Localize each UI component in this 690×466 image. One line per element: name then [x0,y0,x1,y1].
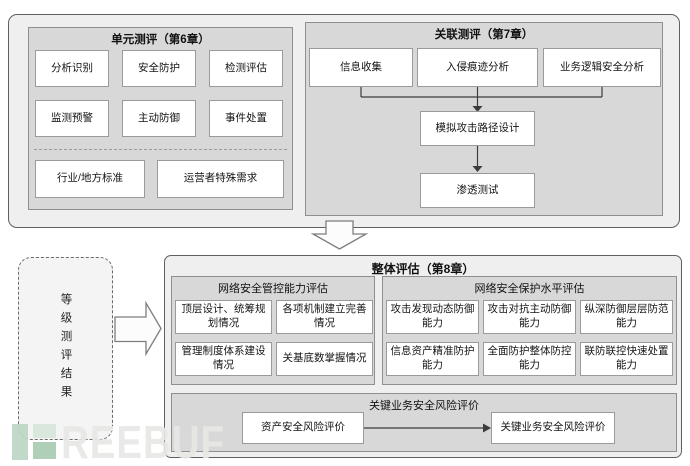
dashed-divider [34,149,287,150]
grade-evaluation-result-label: 等级测评结果 [59,293,72,404]
freebuf-logo-icon [33,424,56,459]
penetration-test-box: 渗透测试 [420,173,535,208]
capability-box: 顶层设计、统筹规划情况 [175,300,272,334]
unit-section-title: 单元测评（第6章） [111,34,210,46]
business-risk-box: 关键业务安全风险评价 [491,412,615,444]
unit-item-box: 分析识别 [35,50,109,87]
grade-evaluation-result-box: 等级测评结果 [18,257,113,440]
watermark-text: REEBUF [61,416,225,466]
freebuf-logo-icon [12,424,28,460]
unit-item-box: 事件处置 [209,100,283,137]
capability-box: 关基底数掌握情况 [276,342,373,376]
correlation-section-title: 关联测评（第7章） [434,29,534,41]
unit-item-box: 检测评估 [209,50,283,87]
capability-box: 纵深防御层层防范能力 [580,300,673,334]
unit-evaluation-section: 单元测评（第6章） 分析识别 安全防护 检测评估 监测预警 主动防御 事件处置 … [28,27,293,210]
correlation-source-box: 入侵痕迹分析 [417,48,538,87]
overall-panel-title: 整体评估（第8章） [371,262,475,276]
unit-item-box: 安全防护 [122,50,196,87]
capability-box: 各项机制建立完善情况 [276,300,373,334]
management-section-title: 网络安全管控能力评估 [218,283,328,295]
asset-risk-box: 资产安全风险评价 [242,412,364,444]
capability-box: 全面防护整体防控能力 [483,342,576,376]
capability-box: 攻击发现动态防御能力 [386,300,479,334]
correlation-source-box: 业务逻辑安全分析 [543,48,661,87]
correlation-evaluation-section: 关联测评（第7章） 信息收集 入侵痕迹分析 业务逻辑安全分析 模拟攻击路径设计 … [305,22,663,216]
capability-box: 攻击对抗主动防御能力 [483,300,576,334]
capability-box: 管理制度体系建设情况 [175,342,272,376]
capability-box: 联防联控快速处置能力 [580,342,673,376]
risk-section-title: 关键业务安全风险评价 [369,400,479,412]
freebuf-watermark: REEBUF [12,416,256,466]
operator-needs-box: 运营者特殊需求 [157,160,284,198]
unit-item-box: 监测预警 [35,100,109,137]
unit-item-box: 主动防御 [122,100,196,137]
standards-box: 行业/地方标准 [35,160,145,198]
management-capability-section: 网络安全管控能力评估 顶层设计、统筹规划情况 各项机制建立完善情况 管理制度体系… [171,276,375,385]
key-business-risk-section: 关键业务安全风险评价 资产安全风险评价 关键业务安全风险评价 [171,393,677,452]
overall-assessment-panel: 整体评估（第8章） 网络安全管控能力评估 顶层设计、统筹规划情况 各项机制建立完… [164,255,682,458]
correlation-source-box: 信息收集 [309,48,413,87]
protection-section-title: 网络安全保护水平评估 [474,283,585,295]
capability-box: 信息资产精准防护能力 [386,342,479,376]
attack-path-design-box: 模拟攻击路径设计 [420,111,535,146]
flow-right-arrow-icon [114,300,162,357]
arrow-down-icon [472,166,483,172]
protection-level-section: 网络安全保护水平评估 攻击发现动态防御能力 攻击对抗主动防御能力 纵深防御层层防… [382,276,677,385]
